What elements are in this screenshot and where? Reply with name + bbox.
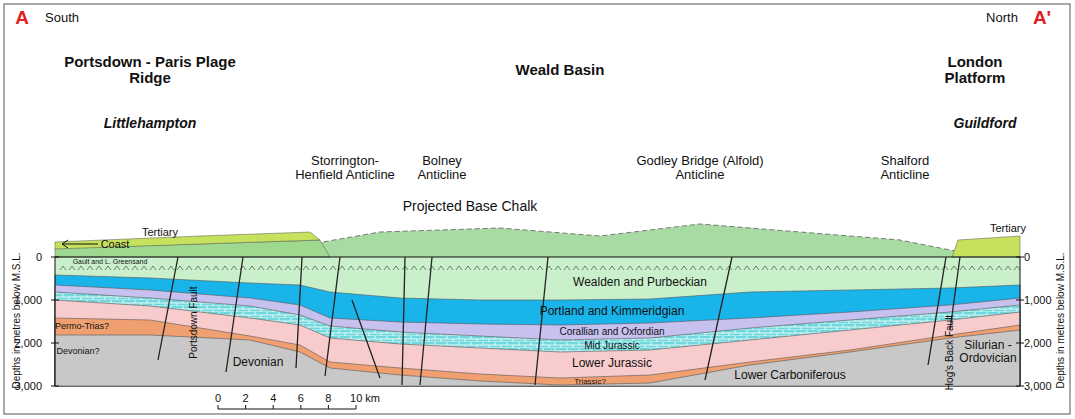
axis-label: 10 km: [350, 392, 380, 404]
section-label: Bolney Anticline: [411, 154, 473, 183]
axis-label: 0: [1024, 251, 1030, 263]
axis-label: Depths in metres below M.S.L.: [11, 252, 22, 388]
section-label: Lower Jurassic: [572, 357, 652, 370]
section-label: Projected Base Chalk: [403, 199, 538, 214]
axis-label: 1,000: [1024, 294, 1052, 306]
fault-line: [352, 300, 380, 378]
section-label: Weald Basin: [516, 62, 605, 79]
axis-tick: [51, 386, 59, 387]
tertiary: [55, 232, 320, 249]
axis-label: 8: [325, 392, 331, 404]
scale-bar: [218, 405, 356, 409]
section-label: Littlehampton: [104, 116, 197, 131]
section-label: Wealden and Purbeckian: [573, 276, 707, 289]
strata-layer: [55, 292, 1020, 386]
section-label: Portsdown - Paris Plage Ridge: [55, 54, 245, 87]
section-label: Storrington- Henfield Anticline: [290, 154, 400, 183]
strata-layer: [55, 257, 1020, 386]
section-label: North: [986, 11, 1018, 25]
caret-row: [60, 266, 1020, 270]
axis-label: Depths in metres below M.S.L.: [1054, 252, 1065, 388]
axis-label: 2,000: [1024, 337, 1052, 349]
section-label: Portsdown Fault: [187, 286, 198, 358]
axis-tick: [1016, 343, 1024, 344]
axis-label: 6: [298, 392, 304, 404]
section-label: Guildford: [954, 116, 1017, 131]
section-label: Silurian - Ordovician: [955, 339, 1021, 365]
axis-label: 2: [243, 392, 249, 404]
fault-line: [402, 257, 405, 385]
depth-axis: [1020, 257, 1021, 386]
section-label: Godley Bridge (Alfold) Anticline: [620, 154, 780, 183]
section-label: Tertiary: [990, 222, 1026, 234]
section-label: A': [1033, 8, 1051, 29]
sea-level-line: [55, 256, 1020, 257]
section-label: Coast: [101, 238, 130, 250]
section-label: A: [15, 8, 29, 29]
axis-label: 4: [270, 392, 276, 404]
section-label: Devonian?: [56, 347, 99, 357]
section-label: Triassic?: [574, 378, 606, 387]
axis-tick: [1016, 386, 1024, 387]
section-label: Gault and L. Greensand: [73, 258, 148, 266]
projected-chalk: [300, 224, 960, 257]
fault-line: [226, 257, 243, 372]
section-label: Mid Jurassic: [584, 340, 640, 351]
fault-line: [420, 257, 432, 385]
axis-label: 3,000: [1024, 380, 1052, 392]
axis-tick: [1016, 257, 1024, 258]
axis-tick: [51, 343, 59, 344]
axis-tick: [51, 257, 59, 258]
strata-layer: [55, 285, 1020, 386]
section-label: Shalford Anticline: [865, 154, 945, 183]
section-label: Portland and Kimmeridgian: [540, 305, 685, 318]
section-label: London Platform: [930, 54, 1020, 87]
axis-tick: [1016, 300, 1024, 301]
frame: [4, 4, 1070, 414]
fault-line: [158, 257, 178, 360]
axis-tick: [51, 300, 59, 301]
fault-line: [705, 257, 732, 380]
axis-label: 0: [36, 251, 42, 263]
chalk-dashed-line: [300, 224, 960, 252]
section-label: Corallian and Oxfordian: [559, 326, 664, 337]
fault-line: [535, 257, 548, 385]
fault-line: [928, 257, 946, 365]
strata-layer: [55, 300, 1020, 386]
section-label: Lower Carboniferous: [734, 369, 845, 382]
fault-line: [325, 257, 340, 376]
section-label: Devonian: [233, 356, 284, 369]
tertiary: [952, 236, 1020, 257]
section-label: Hog's Back Fault: [945, 314, 956, 389]
section-label: Permo-Trias?: [55, 322, 109, 332]
strata-layer: [55, 318, 1020, 386]
section-label: Tertiary: [142, 226, 178, 238]
axis-label: 0: [215, 392, 221, 404]
coast-arrow: [62, 240, 98, 248]
strata-layer: [55, 275, 1020, 386]
section-label: South: [45, 11, 79, 25]
fault-line: [296, 257, 302, 368]
